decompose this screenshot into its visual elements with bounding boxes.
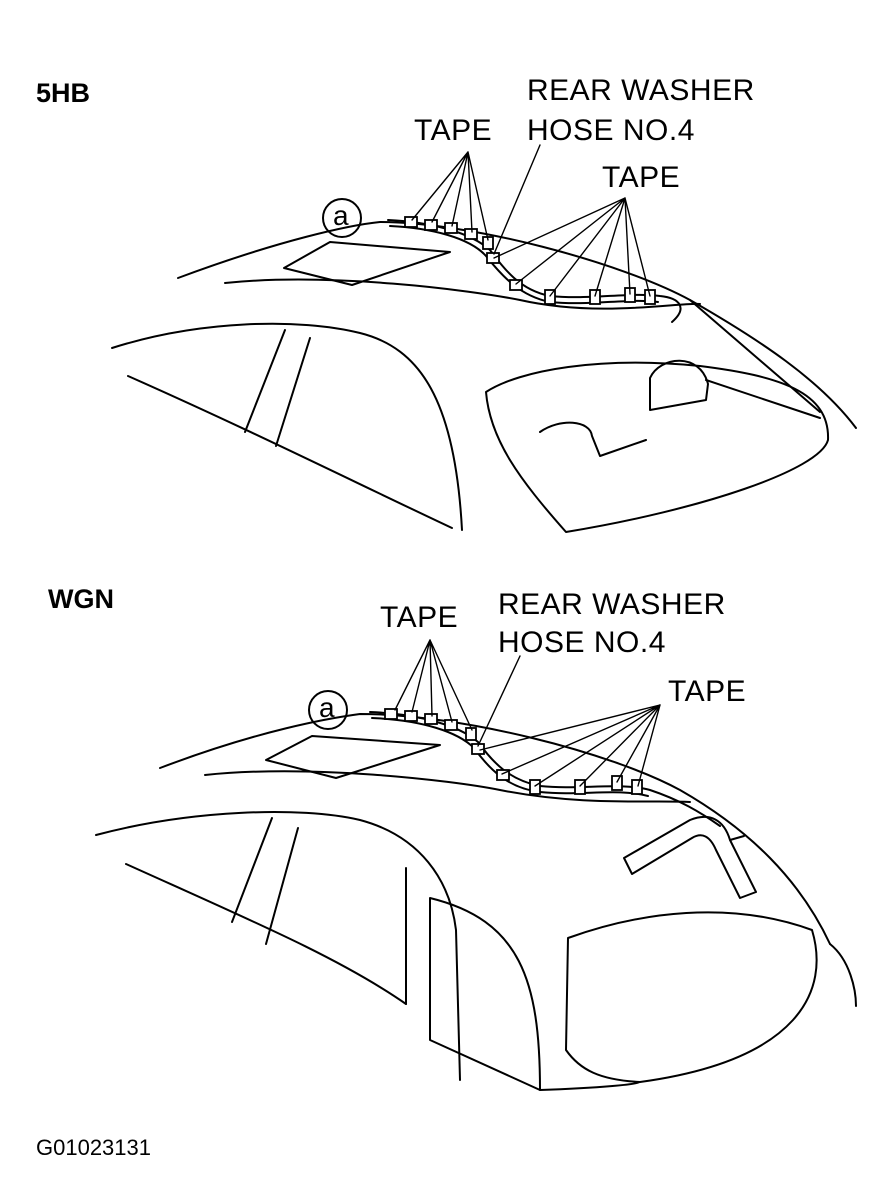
view-wgn-drawing — [95, 639, 857, 1091]
hose-label-line1-wgn: REAR WASHER — [498, 588, 726, 621]
view-title-wgn: WGN — [48, 584, 114, 614]
figure-code: G01023131 — [36, 1135, 151, 1160]
tape-label-left-5hb: TAPE — [414, 114, 493, 147]
tape-label-left-wgn: TAPE — [380, 601, 459, 634]
hose-label-line2-wgn: HOSE NO.4 — [498, 626, 666, 659]
hose-label-line2-5hb: HOSE NO.4 — [527, 114, 695, 147]
marker-a-5hb: a — [333, 200, 350, 231]
tape-label-right-wgn: TAPE — [668, 675, 747, 708]
marker-a-wgn: a — [319, 692, 336, 723]
hose-label-line1-5hb: REAR WASHER — [527, 74, 755, 107]
view-title-5hb: 5HB — [36, 78, 91, 108]
tape-label-right-5hb: TAPE — [602, 161, 681, 194]
view-5hb-drawing — [111, 144, 857, 533]
